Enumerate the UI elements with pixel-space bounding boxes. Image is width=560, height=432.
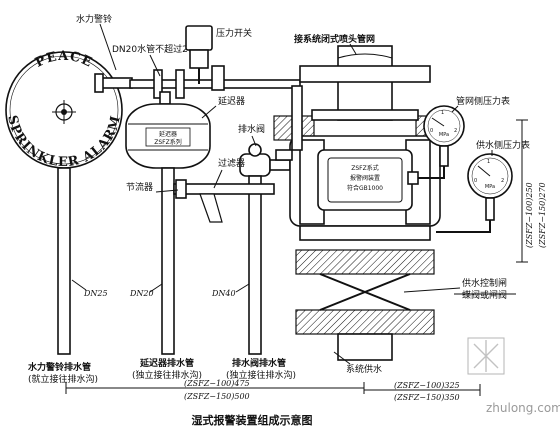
label-alarm-drain-2: (就立接往排水沟) xyxy=(28,373,98,385)
filter-and-orifice: 过滤器 节流器 xyxy=(126,157,275,223)
dim-left-top: (ZSFZ−100)475 xyxy=(184,379,250,388)
water-motor-alarm: PEACE SPRINKLER ALARM 水力警铃 DN25 xyxy=(4,13,133,355)
bypass-pipe xyxy=(173,183,275,195)
watermark-text: zhulong.com xyxy=(486,401,560,415)
bottom-dimensions: (ZSFZ−100)475 (ZSFZ−150)500 (ZSFZ−100)32… xyxy=(65,379,481,402)
label-system-side-pipe: 接系统闭式喷头管网 xyxy=(294,33,375,45)
pressure-switch-body xyxy=(185,25,213,51)
diagram-caption: 湿式报警装置组成示意图 xyxy=(192,413,313,427)
label-retard-chamber: 延迟器 xyxy=(218,95,245,107)
supply-gauge-tick-2: 2 xyxy=(501,178,504,184)
filter-body xyxy=(199,193,223,223)
drain-labels: 水力警铃排水管 (就立接往排水沟) 延迟器排水管 (独立接往排水沟) 排水阀排水… xyxy=(28,357,296,385)
retard-drain-pipe xyxy=(161,167,175,355)
valve-plate-line2: 报警阀装置 xyxy=(350,174,380,182)
vertical-dimension: (ZSFZ−100)250 (ZSFZ−150)270 xyxy=(516,119,547,263)
retard-plate-line1: 延迟器 xyxy=(159,130,177,138)
label-supply-control-valve-2: 蝶阀或闸阀 xyxy=(462,289,507,301)
label-pressure-switch: 压力开关 xyxy=(216,27,252,39)
dim-vertical-top: (ZSFZ−100)250 xyxy=(525,182,534,248)
supply-gauge-tick-0: 0 xyxy=(474,178,477,184)
riser-upper-pipe xyxy=(337,45,393,121)
supply-control-valve-label: 供水控制闸 蝶阀或闸阀 xyxy=(403,277,516,301)
dim-left-bottom: (ZSFZ−150)500 xyxy=(184,392,250,401)
valve-nameplate xyxy=(327,157,403,203)
dim-right-bottom: (ZSFZ−150)350 xyxy=(394,393,460,402)
drain-valve-handle xyxy=(248,143,262,157)
supply-control-valve-lower xyxy=(295,309,435,335)
orifice-body xyxy=(175,179,187,199)
label-retard-drain-2: (独立接往排水沟) xyxy=(132,369,202,381)
valve-plate-line3: 符合GB1000 xyxy=(347,184,383,192)
label-supply-control-valve-1: 供水控制闸 xyxy=(462,277,507,289)
retard-plate xyxy=(145,127,191,147)
dim-right-top: (ZSFZ−100)325 xyxy=(394,381,460,390)
system-gauge-unit: MPa xyxy=(439,132,449,138)
label-orifice: 节流器 xyxy=(126,181,153,193)
alarm-drain-pipe xyxy=(57,167,71,355)
label-water-motor-alarm: 水力警铃 xyxy=(76,13,112,25)
label-drain-valve: 排水阀 xyxy=(238,123,265,135)
label-dn20-note: DN20水管不超过20m xyxy=(112,43,202,55)
system-gauge-tick-2: 2 xyxy=(454,128,457,134)
lower-flange xyxy=(299,225,431,241)
valve-plate-line1: ZSFZ系式 xyxy=(351,164,378,172)
retard-plate-line2: ZSFZ系列 xyxy=(154,138,181,146)
upper-flange xyxy=(299,65,431,83)
label-system-supply: 系统供水 xyxy=(346,363,382,375)
valve-drain-pipe xyxy=(248,175,262,355)
system-gauge-tick-0: 0 xyxy=(430,128,433,134)
label-valve-drain-2: (独立接往排水沟) xyxy=(226,369,296,381)
main-riser: ZSFZ系式 报警阀装置 符合GB1000 接系统闭式喷头管网 系统供水 xyxy=(273,33,457,375)
dim-vertical-bottom: (ZSFZ−150)270 xyxy=(538,182,547,248)
alarm-disc-top-text: PEACE xyxy=(33,49,95,71)
label-valve-drain-1: 排水阀排水管 xyxy=(232,357,286,369)
label-retard-drain-1: 延迟器排水管 xyxy=(139,357,194,369)
system-side-gauge: MPa 0 1 2 管网侧压力表 xyxy=(407,95,510,185)
watermark: zhulong.com xyxy=(467,337,560,415)
label-supply-side-gauge: 供水侧压力表 xyxy=(476,139,530,151)
drain-valve: 排水阀 DN40 xyxy=(211,123,291,355)
pressure-switch: 压力开关 xyxy=(185,25,252,91)
label-dn40: DN40 xyxy=(211,289,236,298)
supply-side-gauge: MPa 0 1 2 供水侧压力表 xyxy=(436,139,530,233)
label-dn20: DN20 xyxy=(129,289,154,298)
label-filter: 过滤器 xyxy=(218,157,245,169)
watermark-logo xyxy=(467,337,505,375)
label-alarm-drain-1: 水力警铃排水管 xyxy=(28,361,91,373)
supply-gauge-unit: MPa xyxy=(485,184,495,190)
label-dn25: DN25 xyxy=(83,289,108,298)
supply-control-valve-upper xyxy=(295,249,435,275)
riser-lower-pipe xyxy=(337,333,393,361)
label-system-side-gauge: 管网侧压力表 xyxy=(456,95,510,107)
supply-gauge-tick-1: 1 xyxy=(487,159,490,165)
system-gauge-tick-1: 1 xyxy=(441,110,444,116)
retard-chamber: 延迟器 ZSFZ系列 延迟器 DN20 xyxy=(125,91,245,355)
